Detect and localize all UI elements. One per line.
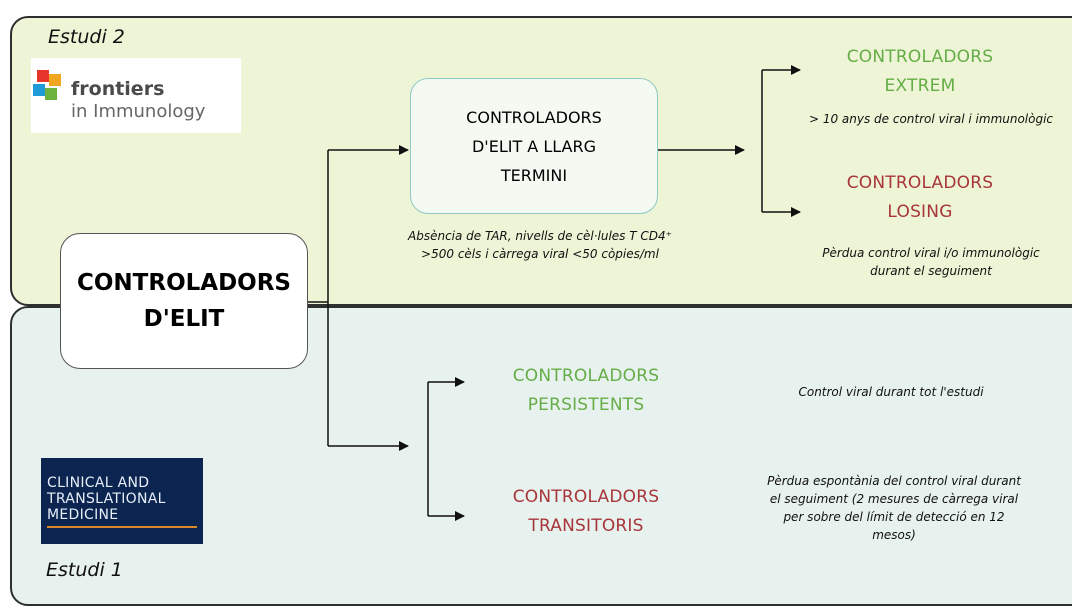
clinical-translational-medicine-logo: CLINICAL AND TRANSLATIONAL MEDICINE [41,458,203,544]
losing-line-2: LOSING [887,202,953,222]
study-1-label: Estudi 1 [46,559,123,581]
losing-controllers-description: Pèrdua control viral i/o immunològic dur… [790,244,1072,280]
ctm-line-3: MEDICINE [47,507,119,523]
long-term-line-3: TERMINI [500,165,568,185]
extreme-controllers-description: > 10 anys de control viral i immunològic [808,112,1054,126]
elite-controllers-line-2: D'ELIT [143,306,225,332]
elite-controllers-box: CONTROLADORS D'ELIT [60,233,308,369]
frontiers-logo-subtitle: in Immunology [71,101,206,122]
losing-line-1: CONTROLADORS [846,173,994,193]
losing-desc-line-2: durant el seguiment [870,264,992,278]
frontiers-mark-icon [33,70,61,100]
transient-line-1: CONTROLADORS [512,487,660,507]
transient-desc-line-4: mesos) [872,528,916,542]
transient-desc-line-3: per sobre del límit de detecció en 12 [783,510,1005,524]
study-2-label: Estudi 2 [48,26,125,48]
ctm-line-1: CLINICAL AND [47,475,150,491]
elite-controllers-line-1: CONTROLADORS [76,270,291,296]
long-term-elite-controllers-box: CONTROLADORS D'ELIT A LLARG TERMINI [410,78,658,214]
connector-arrows [308,65,801,521]
ctm-stripe [47,526,197,528]
losing-desc-line-1: Pèrdua control viral i/o immunològic [822,246,1040,260]
long-term-definition-line-2: >500 cèls i càrrega viral <50 còpies/ml [421,247,659,261]
extreme-controllers-title: CONTROLADORS EXTREM [800,43,1040,101]
transient-controllers-description: Pèrdua espontània del control viral dura… [738,472,1050,544]
ctm-line-2: TRANSLATIONAL [47,491,166,507]
transient-controllers-title: CONTROLADORS TRANSITORIS [466,483,706,541]
frontiers-logo: frontiers in Immunology [31,58,241,133]
persistent-controllers-description: Control viral durant tot l'estudi [798,385,984,399]
losing-controllers-title: CONTROLADORS LOSING [800,169,1040,227]
long-term-line-1: CONTROLADORS [466,107,602,127]
extreme-line-1: CONTROLADORS [846,47,994,67]
persistent-line-2: PERSISTENTS [527,395,645,415]
transient-desc-line-2: el seguiment (2 mesures de càrrega viral [769,492,1019,506]
long-term-definition-line-1: Absència de TAR, nivells de cèl·lules T … [408,229,672,243]
persistent-line-1: CONTROLADORS [512,366,660,386]
frontiers-logo-name: frontiers [71,78,165,100]
transient-line-2: TRANSITORIS [528,516,644,536]
persistent-controllers-title: CONTROLADORS PERSISTENTS [466,362,706,420]
long-term-definition: Absència de TAR, nivells de cèl·lules T … [380,227,700,263]
long-term-line-2: D'ELIT A LLARG [471,136,596,156]
transient-desc-line-1: Pèrdua espontània del control viral dura… [767,474,1021,488]
extreme-line-2: EXTREM [884,76,956,96]
